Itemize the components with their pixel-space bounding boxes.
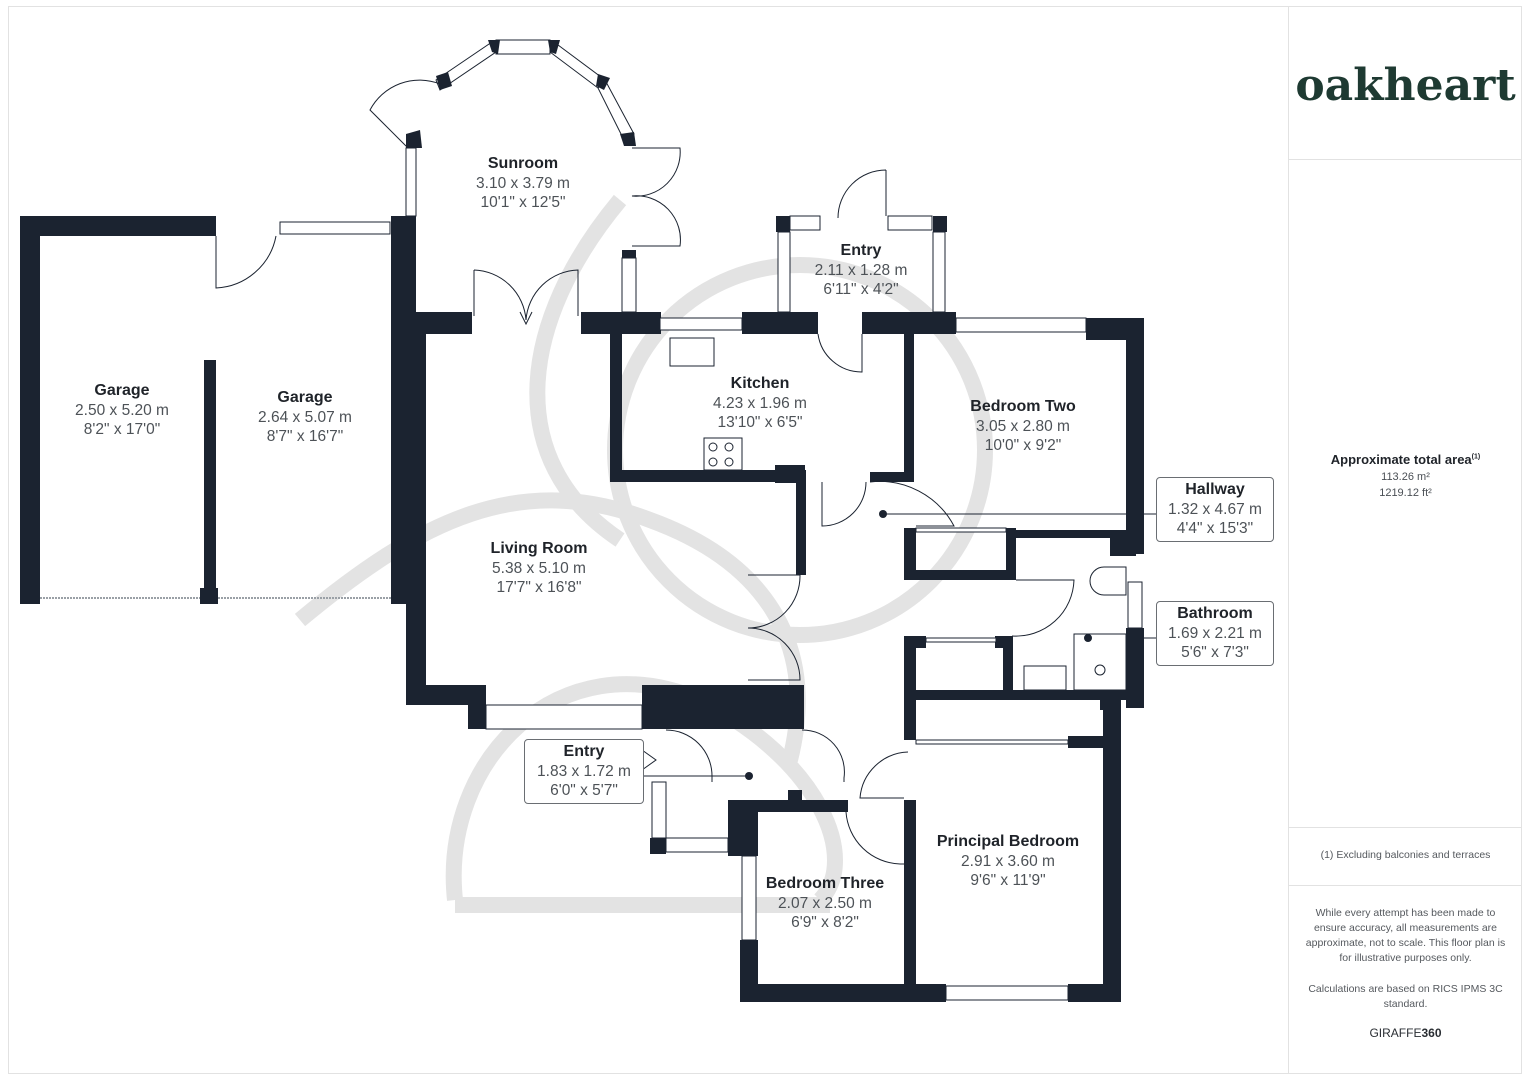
disclaimer-text: While every attempt has been made to ens… xyxy=(1305,907,1506,964)
room-metric: 2.91 x 3.60 m xyxy=(961,853,1055,870)
room-label-hallway: Hallway 1.32 x 4.67 m 4'4" x 15'3" xyxy=(1156,477,1274,542)
room-imperial: 10'1" x 12'5" xyxy=(480,194,566,211)
room-imperial: 17'7" x 16'8" xyxy=(496,579,582,596)
room-name: Garage xyxy=(277,389,333,406)
basin-icon xyxy=(1023,665,1067,691)
room-name: Living Room xyxy=(490,540,588,557)
fixtures xyxy=(669,337,1127,691)
room-metric: 4.23 x 1.96 m xyxy=(713,395,807,412)
total-area-label: Approximate total area xyxy=(1330,452,1472,467)
room-name: Principal Bedroom xyxy=(936,833,1080,850)
room-label-bedroom-two: Bedroom Two 3.05 x 2.80 m 10'0" x 9'2" xyxy=(970,397,1075,455)
room-metric: 1.83 x 1.72 m xyxy=(537,763,631,780)
provider-suffix: 360 xyxy=(1421,1026,1442,1040)
toilet-icon xyxy=(1089,566,1127,596)
room-label-garage-2: Garage 2.64 x 5.07 m 8'7" x 16'7" xyxy=(258,388,352,446)
room-metric: 2.64 x 5.07 m xyxy=(258,409,352,426)
room-label-entry-south: Entry 1.83 x 1.72 m 6'0" x 5'7" xyxy=(524,739,644,804)
brand-logo: oakheart xyxy=(1295,60,1516,111)
sunroom-bay xyxy=(435,39,635,141)
room-name: Kitchen xyxy=(730,375,790,392)
room-label-entry-north: Entry 2.11 x 1.28 m 6'11" x 4'2" xyxy=(815,241,908,299)
hob-icon xyxy=(703,437,743,471)
room-metric: 5.38 x 5.10 m xyxy=(492,560,586,577)
room-name: Sunroom xyxy=(487,155,559,172)
room-label-bedroom-three: Bedroom Three 2.07 x 2.50 m 6'9" x 8'2" xyxy=(766,874,884,932)
room-metric: 3.05 x 2.80 m xyxy=(976,418,1070,435)
room-imperial: 8'2" x 17'0" xyxy=(83,421,161,438)
walls xyxy=(20,216,1144,1002)
windows xyxy=(279,147,1143,1001)
room-imperial: 6'0" x 5'7" xyxy=(550,782,618,799)
room-imperial: 13'10" x 6'5" xyxy=(717,414,803,431)
room-name: Garage xyxy=(94,382,150,399)
info-panel: oakheart Approximate total area(1) 113.2… xyxy=(1288,6,1522,1074)
leader-lines xyxy=(644,513,1156,777)
sunroom-bay-posts xyxy=(406,40,636,148)
room-label-living-room: Living Room 5.38 x 5.10 m 17'7" x 16'8" xyxy=(491,539,588,597)
room-label-bathroom: Bathroom 1.69 x 2.21 m 5'6" x 7'3" xyxy=(1156,601,1274,666)
room-imperial: 6'9" x 8'2" xyxy=(791,914,859,931)
room-metric: 2.11 x 1.28 m xyxy=(814,262,908,279)
room-label-garage-1: Garage 2.50 x 5.20 m 8'2" x 17'0" xyxy=(75,381,169,439)
doors xyxy=(215,79,1075,865)
area-section: Approximate total area(1) 113.26 m² 1219… xyxy=(1289,160,1522,828)
total-area-title: Approximate total area(1) xyxy=(1289,452,1522,467)
room-name: Bedroom Two xyxy=(970,398,1076,415)
total-area-ft2: 1219.12 ft² xyxy=(1379,487,1432,499)
room-imperial: 9'6" x 11'9" xyxy=(970,872,1046,889)
room-name: Bedroom Three xyxy=(765,875,885,892)
room-label-principal-bedroom: Principal Bedroom 2.91 x 3.60 m 9'6" x 1… xyxy=(937,832,1079,890)
room-metric: 2.50 x 5.20 m xyxy=(75,402,169,419)
room-name: Bathroom xyxy=(1177,605,1253,622)
room-metric: 1.69 x 2.21 m xyxy=(1168,625,1262,642)
kitchen-sink xyxy=(669,337,715,367)
room-name: Entry xyxy=(840,242,882,259)
provider-prefix: GIRAFFE xyxy=(1369,1026,1422,1040)
room-metric: 1.32 x 4.67 m xyxy=(1168,501,1262,518)
logo-section: oakheart xyxy=(1289,6,1522,160)
room-imperial: 6'11" x 4'2" xyxy=(823,281,899,298)
calculation-note: Calculations are based on RICS IPMS 3C s… xyxy=(1308,983,1503,1010)
room-imperial: 4'4" x 15'3" xyxy=(1176,520,1254,537)
room-imperial: 5'6" x 7'3" xyxy=(1181,644,1249,661)
room-metric: 3.10 x 3.79 m xyxy=(476,175,570,192)
room-imperial: 10'0" x 9'2" xyxy=(984,437,1062,454)
footnote-marker: (1) xyxy=(1471,453,1481,461)
provider-logo: GIRAFFE360 xyxy=(1303,1026,1508,1040)
footnote-section: (1) Excluding balconies and terraces xyxy=(1289,828,1522,886)
room-metric: 2.07 x 2.50 m xyxy=(778,895,872,912)
footnote-text: (1) Excluding balconies and terraces xyxy=(1320,849,1491,861)
total-area-m2: 113.26 m² xyxy=(1381,471,1430,483)
room-name: Hallway xyxy=(1185,481,1245,498)
disclaimer-section: While every attempt has been made to ens… xyxy=(1289,886,1522,1074)
page-frame xyxy=(8,6,1522,1074)
shower-icon xyxy=(1073,633,1127,691)
room-label-kitchen: Kitchen 4.23 x 1.96 m 13'10" x 6'5" xyxy=(713,374,807,432)
room-imperial: 8'7" x 16'7" xyxy=(266,428,344,445)
room-name: Entry xyxy=(563,743,605,760)
room-label-sunroom: Sunroom 3.10 x 3.79 m 10'1" x 12'5" xyxy=(476,154,570,212)
